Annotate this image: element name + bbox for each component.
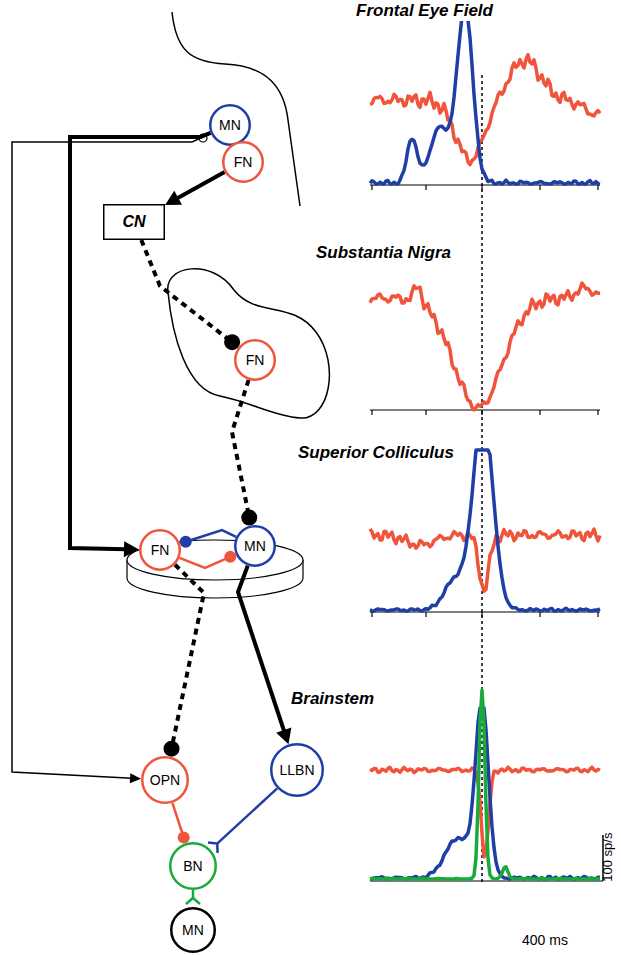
alignment-line xyxy=(481,75,483,882)
neuron-circle: FN xyxy=(139,529,181,571)
region-label: Substantia Nigra xyxy=(315,244,452,263)
projection xyxy=(238,566,291,745)
projection-line xyxy=(192,890,195,898)
projection xyxy=(186,890,200,904)
neuron-circle: MN xyxy=(170,907,216,953)
node-label: MN xyxy=(244,539,266,553)
projection-line xyxy=(186,530,236,542)
scale-label: 100 sp/s xyxy=(602,831,616,882)
inhibitory-terminal xyxy=(180,536,192,548)
node-label: BN xyxy=(183,859,202,873)
substantia-nigra-outline xyxy=(168,269,330,418)
projection xyxy=(12,134,211,784)
firing-rate-trace xyxy=(370,283,600,410)
firing-rate-trace xyxy=(370,690,600,879)
projection xyxy=(164,565,204,757)
projection-line xyxy=(238,566,284,732)
projection-line xyxy=(172,565,205,749)
arrowhead xyxy=(124,541,139,557)
neuron-circle: OPN xyxy=(141,756,189,804)
projection-line xyxy=(70,133,211,549)
projection xyxy=(141,240,240,350)
neuron-circle: FN xyxy=(222,141,264,183)
firing-rate-trace xyxy=(370,7,600,184)
region-label: Superior Colliculus xyxy=(297,444,455,463)
firing-rate-trace xyxy=(370,529,600,592)
projection xyxy=(165,172,225,205)
excitatory-terminal xyxy=(186,898,200,904)
projection xyxy=(208,788,277,853)
projection-line xyxy=(12,134,211,779)
neuron-circle: LLBN xyxy=(270,743,324,797)
projection xyxy=(180,551,237,568)
frontal-eye-field-outline xyxy=(172,12,300,206)
neuron-circle: MN xyxy=(234,525,276,567)
traces xyxy=(370,7,600,879)
node-label: OPN xyxy=(150,773,180,787)
projection xyxy=(232,380,257,526)
projection xyxy=(172,803,189,844)
neuron-circle: BN xyxy=(169,842,217,890)
scale-label: 400 ms xyxy=(521,933,569,948)
node-label: LLBN xyxy=(279,763,314,777)
projection-line xyxy=(176,172,224,199)
nucleus-box: CN xyxy=(103,204,165,240)
node-label: MN xyxy=(219,118,241,132)
region-label: Brainstem xyxy=(290,690,375,709)
region-label: Frontal Eye Field xyxy=(355,2,494,21)
firing-rate-trace xyxy=(370,450,600,611)
node-label: CN xyxy=(122,214,145,230)
projection-line xyxy=(172,803,183,838)
node-label: FN xyxy=(151,543,170,557)
node-label: FN xyxy=(246,353,265,367)
projection xyxy=(70,133,211,557)
firing-rate-trace xyxy=(370,55,600,165)
projection-line xyxy=(141,240,232,342)
axes xyxy=(370,185,603,881)
node-label: MN xyxy=(182,923,204,937)
node-label: FN xyxy=(234,155,253,169)
projection-line xyxy=(232,380,249,518)
projection xyxy=(180,530,236,548)
neuron-circle: MN xyxy=(209,104,251,146)
projection-line xyxy=(180,557,231,568)
neuron-circle: FN xyxy=(234,339,276,381)
projection-line xyxy=(217,788,277,843)
